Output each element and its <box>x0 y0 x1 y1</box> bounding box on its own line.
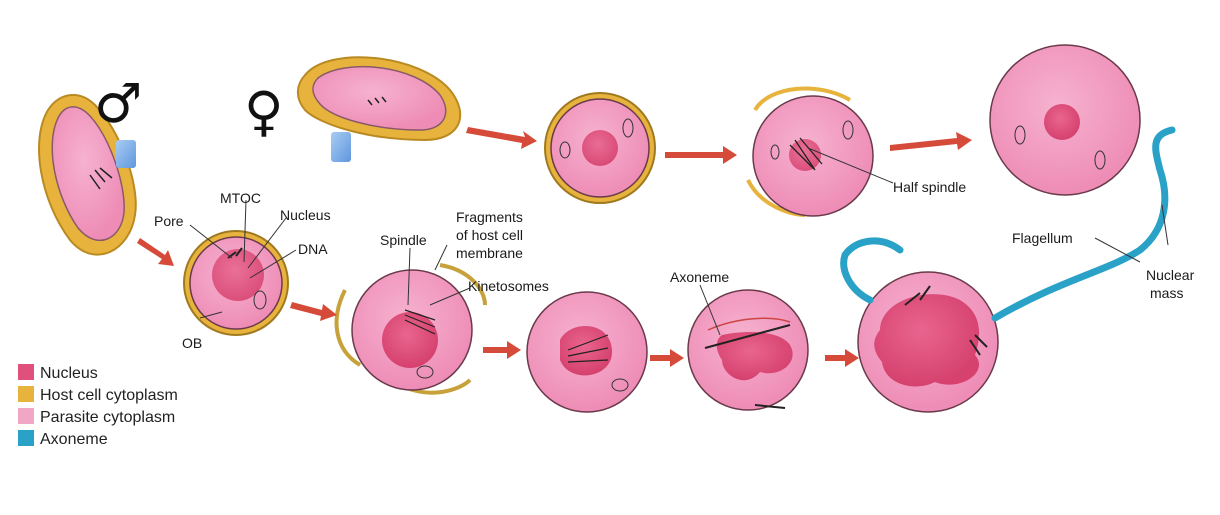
top-cell-2 <box>748 89 873 216</box>
label-fragments-2: of host cell <box>456 227 523 243</box>
bottom-cell-4 <box>688 290 808 410</box>
label-pore: Pore <box>154 213 184 229</box>
bottom-cell-2 <box>337 265 485 393</box>
label-fragments-3: membrane <box>456 245 523 261</box>
bottom-cell-3 <box>527 292 647 412</box>
legend-swatch-axoneme <box>18 430 34 446</box>
legend-label-nucleus: Nucleus <box>40 365 98 382</box>
label-nuclear-mass-2: mass <box>1150 285 1183 301</box>
label-kinetosomes: Kinetosomes <box>468 278 549 294</box>
label-ob: OB <box>182 335 202 351</box>
top-cell-3 <box>990 45 1140 195</box>
legend: Nucleus Host cell cytoplasm Parasite cyt… <box>18 364 178 448</box>
legend-label-parasite-cytoplasm: Parasite cytoplasm <box>40 409 175 426</box>
legend-swatch-parasite-cytoplasm <box>18 408 34 424</box>
legend-swatch-nucleus <box>18 364 34 380</box>
female-gametocyte <box>298 57 460 140</box>
label-nucleus: Nucleus <box>280 207 331 223</box>
female-marker <box>331 132 351 162</box>
male-marker <box>116 140 136 168</box>
top-cell-1 <box>545 93 655 203</box>
female-symbol: ♀ <box>244 80 284 143</box>
bottom-cell-5 <box>858 272 998 412</box>
label-spindle: Spindle <box>380 232 427 248</box>
legend-label-host-cytoplasm: Host cell cytoplasm <box>40 387 178 404</box>
label-dna: DNA <box>298 241 328 257</box>
bottom-cell-1 <box>184 231 288 335</box>
label-mtoc: MTOC <box>220 190 261 206</box>
label-axoneme: Axoneme <box>670 269 729 285</box>
label-flagellum: Flagellum <box>1012 230 1073 246</box>
legend-swatch-host-cytoplasm <box>18 386 34 402</box>
label-fragments-1: Fragments <box>456 209 523 225</box>
label-half-spindle: Half spindle <box>893 179 966 195</box>
label-nuclear-mass-1: Nuclear <box>1146 267 1195 283</box>
legend-label-axoneme: Axoneme <box>40 431 108 448</box>
male-symbol: ♂ <box>94 72 142 135</box>
